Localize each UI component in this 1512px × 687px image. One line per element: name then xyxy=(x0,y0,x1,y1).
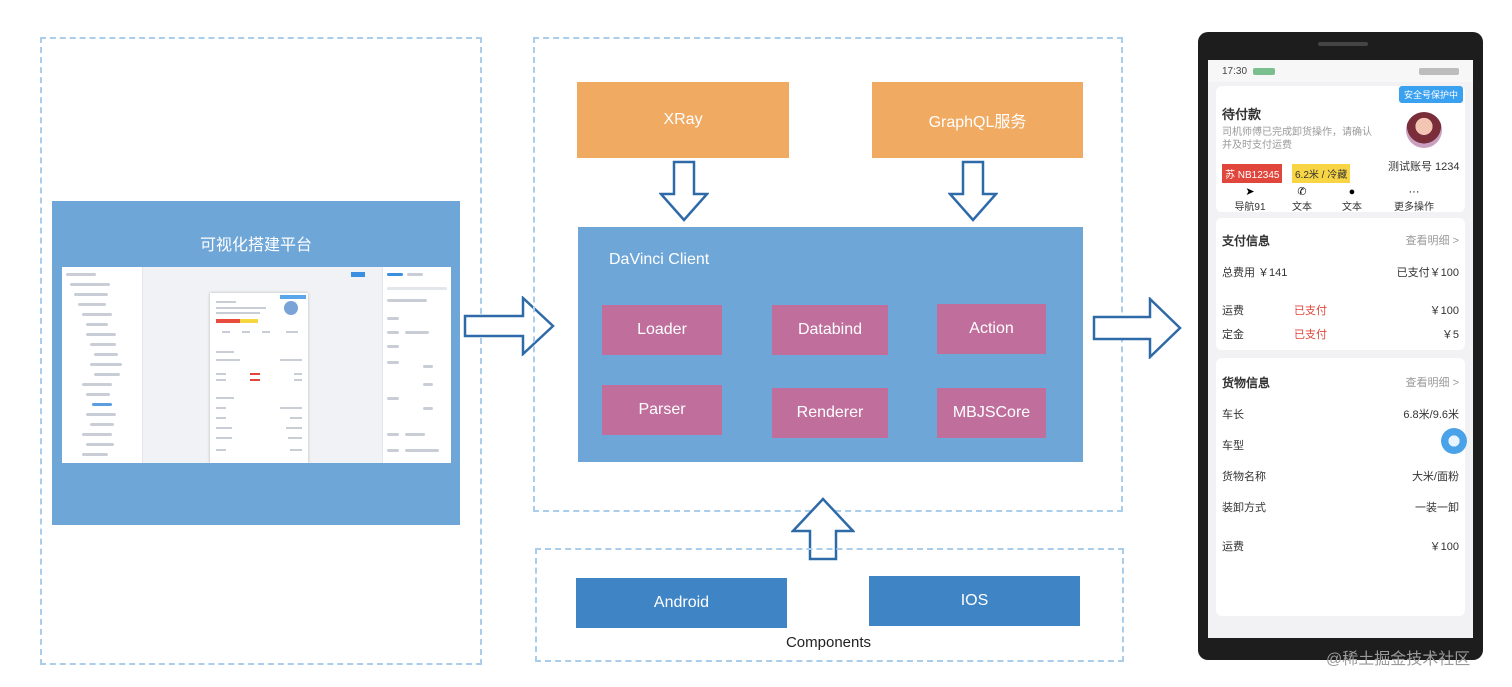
canvas-toolbar-button xyxy=(351,272,365,277)
components-region xyxy=(535,548,1124,662)
payment-detail-link[interactable]: 查看明细 > xyxy=(1405,235,1459,247)
service-graphql: GraphQL服务 xyxy=(872,82,1083,158)
payment-row-amount: ￥100 xyxy=(1429,305,1459,317)
action-message[interactable]: ● 文本 xyxy=(1334,186,1370,213)
phone-screen: 17:30 安全号保护中 待付款 司机师傅已完成卸货操作，请确认并及时支付运费 … xyxy=(1208,60,1473,638)
arrow-up-components-to-client xyxy=(791,497,855,561)
arrow-down-xray xyxy=(659,160,709,222)
goods-row-label: 货物名称 xyxy=(1222,471,1266,483)
payment-row-status: 已支付 xyxy=(1294,305,1327,317)
goods-detail-link[interactable]: 查看明细 > xyxy=(1405,377,1459,389)
payment-row-status: 已支付 xyxy=(1294,329,1327,341)
platform-android: Android xyxy=(576,578,787,628)
module-renderer: Renderer xyxy=(772,388,888,438)
goods-row-label: 车型 xyxy=(1222,440,1244,452)
payment-card: 支付信息 查看明细 > 总费用 ￥141 已支付￥100 运费 已支付 ￥100… xyxy=(1216,218,1465,350)
goods-row-value: 大米/面粉 xyxy=(1411,471,1459,483)
phone-speaker xyxy=(1318,42,1368,46)
payment-row-amount: ￥5 xyxy=(1441,329,1459,341)
status-bar: 17:30 xyxy=(1208,60,1473,82)
status-time: 17:30 xyxy=(1222,65,1248,77)
property-panel xyxy=(382,267,451,463)
goods-title: 货物信息 xyxy=(1222,376,1271,390)
goods-row-value: ￥100 xyxy=(1429,541,1459,553)
module-databind: Databind xyxy=(772,305,888,355)
action-more[interactable]: ··· 更多操作 xyxy=(1388,186,1440,213)
phone-icon: ✆ xyxy=(1297,186,1307,198)
arrow-right-platform-to-client xyxy=(463,296,555,356)
goods-row-label: 运费 xyxy=(1222,541,1244,553)
action-navigate-label: 导航91 xyxy=(1234,202,1266,213)
message-icon: ● xyxy=(1348,186,1356,198)
payment-row-label: 定金 xyxy=(1222,329,1244,341)
action-call-label: 文本 xyxy=(1292,202,1312,213)
goods-card: 货物信息 查看明细 > 车长 6.8米/9.6米 车型 型 货物名称 大米/面粉… xyxy=(1216,358,1467,616)
plate-tag: 苏 NB12345 xyxy=(1222,164,1283,183)
phone-device: 17:30 安全号保护中 待付款 司机师傅已完成卸货操作，请确认并及时支付运费 … xyxy=(1198,32,1483,660)
module-action: Action xyxy=(937,304,1046,354)
action-navigate[interactable]: ➤ 导航91 xyxy=(1230,186,1270,213)
payment-row-label: 运费 xyxy=(1222,305,1244,317)
more-icon: ··· xyxy=(1408,186,1420,198)
platform-preview-screenshot xyxy=(62,267,451,463)
payment-title: 支付信息 xyxy=(1222,234,1271,248)
goods-row-label: 车长 xyxy=(1222,409,1244,421)
goods-row-label: 装卸方式 xyxy=(1222,502,1266,514)
goods-row-value: 一装一卸 xyxy=(1415,502,1459,514)
driver-avatar xyxy=(1406,112,1442,148)
action-message-label: 文本 xyxy=(1342,202,1362,213)
platform-box: 可视化搭建平台 xyxy=(52,201,460,525)
safe-number-badge[interactable]: 安全号保护中 xyxy=(1398,86,1463,103)
canvas-phone-preview xyxy=(210,293,308,463)
watermark: @稀土掘金技术社区 xyxy=(1326,651,1471,668)
status-app-icons xyxy=(1253,67,1276,75)
arrow-right-client-to-phone xyxy=(1092,297,1182,359)
goods-row-value: 6.8米/9.6米 xyxy=(1403,409,1459,421)
order-title: 待付款 xyxy=(1222,107,1262,122)
service-xray: XRay xyxy=(577,82,789,158)
module-parser: Parser xyxy=(602,385,722,435)
action-more-label: 更多操作 xyxy=(1394,202,1434,213)
davinci-client-title: DaVinci Client xyxy=(609,251,710,268)
action-call[interactable]: ✆ 文本 xyxy=(1284,186,1320,213)
component-tree-panel xyxy=(62,267,143,463)
module-mbjscore: MBJSCore xyxy=(937,388,1046,438)
platform-title: 可视化搭建平台 xyxy=(199,237,312,254)
order-desc: 司机师傅已完成卸货操作，请确认并及时支付运费 xyxy=(1222,127,1372,151)
payment-total: 总费用 ￥141 xyxy=(1222,267,1288,279)
navigate-icon: ➤ xyxy=(1245,186,1255,198)
platform-ios: IOS xyxy=(869,576,1080,626)
module-loader: Loader xyxy=(602,305,722,355)
floating-assistant-icon[interactable] xyxy=(1441,428,1467,454)
payment-paid: 已支付￥100 xyxy=(1396,267,1459,279)
status-system-icons xyxy=(1419,67,1459,75)
arrow-down-graphql xyxy=(948,160,998,222)
driver-name: 测试账号 1234 xyxy=(1388,161,1460,173)
platform-region xyxy=(40,37,482,665)
order-card: 安全号保护中 待付款 司机师傅已完成卸货操作，请确认并及时支付运费 苏 NB12… xyxy=(1216,86,1465,213)
components-label: Components xyxy=(785,634,872,651)
cargo-tag: 6.2米 / 冷藏 xyxy=(1292,164,1351,183)
